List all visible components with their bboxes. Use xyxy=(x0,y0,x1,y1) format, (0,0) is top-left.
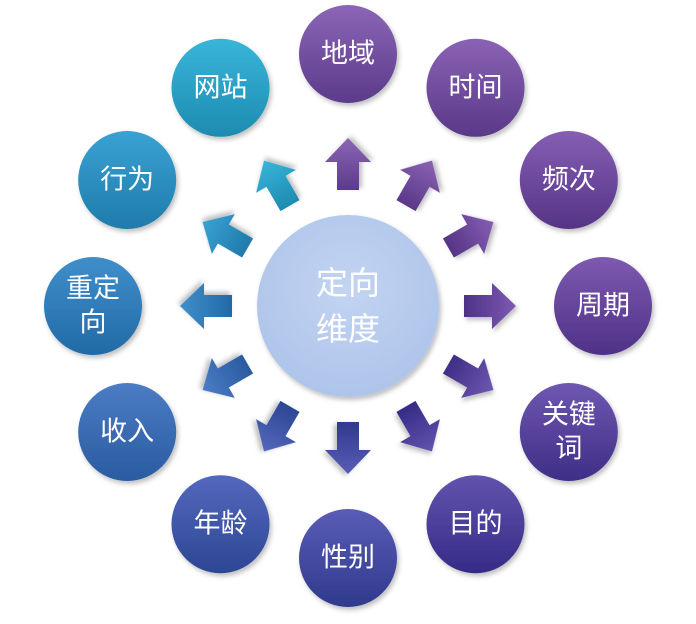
node-label: 网站 xyxy=(194,72,248,103)
node-label-line-2: 词 xyxy=(555,434,582,465)
node-5: 关键词 xyxy=(519,383,618,481)
node-label: 频次 xyxy=(542,165,596,196)
node-2: 时间 xyxy=(426,38,525,137)
node-circle xyxy=(519,131,618,229)
node-circle xyxy=(78,383,177,481)
node-circle xyxy=(554,257,652,355)
node-10: 重定向 xyxy=(44,257,142,355)
node-8: 年龄 xyxy=(171,475,270,574)
arrow-3 xyxy=(442,214,494,258)
arrow-11 xyxy=(202,214,254,258)
center-label-line-1: 定向 xyxy=(316,264,380,302)
node-label: 收入 xyxy=(100,417,154,448)
arrow-7 xyxy=(325,422,371,474)
node-label-line-1: 关键 xyxy=(542,400,596,431)
node-11: 行为 xyxy=(78,131,177,229)
node-3: 频次 xyxy=(519,131,618,229)
node-circle xyxy=(299,5,397,103)
node-12: 网站 xyxy=(171,38,270,137)
node-6: 目的 xyxy=(426,475,525,574)
node-label: 年龄 xyxy=(194,509,248,540)
node-label: 目的 xyxy=(449,509,503,540)
node-label: 地域 xyxy=(321,39,375,70)
arrow-10 xyxy=(180,283,232,329)
arrow-5 xyxy=(442,354,494,398)
arrows-layer xyxy=(180,138,516,474)
center-label-line-2: 维度 xyxy=(316,310,380,348)
node-circle xyxy=(171,475,270,574)
node-circle xyxy=(44,257,142,355)
node-1: 地域 xyxy=(299,5,397,103)
node-9: 收入 xyxy=(78,383,177,481)
node-circle xyxy=(171,38,270,137)
arrow-2 xyxy=(396,160,440,212)
node-circle xyxy=(299,509,397,607)
node-label: 时间 xyxy=(449,72,503,103)
node-label: 周期 xyxy=(576,291,630,322)
node-4: 周期 xyxy=(554,257,652,355)
arrow-6 xyxy=(396,400,440,452)
center-circle xyxy=(257,215,439,397)
node-label: 行为 xyxy=(100,165,154,196)
arrow-8 xyxy=(256,400,300,452)
arrow-4 xyxy=(464,283,516,329)
node-circle xyxy=(78,131,177,229)
arrow-1 xyxy=(325,138,371,190)
node-circle xyxy=(519,383,618,481)
node-label: 性别 xyxy=(321,543,375,574)
node-7: 性别 xyxy=(299,509,397,607)
node-circle xyxy=(426,475,525,574)
arrow-9 xyxy=(202,354,254,398)
arrow-12 xyxy=(256,160,300,212)
node-label-line-1: 重定 xyxy=(66,274,120,305)
node-label-line-2: 向 xyxy=(80,308,107,339)
node-circle xyxy=(426,38,525,137)
